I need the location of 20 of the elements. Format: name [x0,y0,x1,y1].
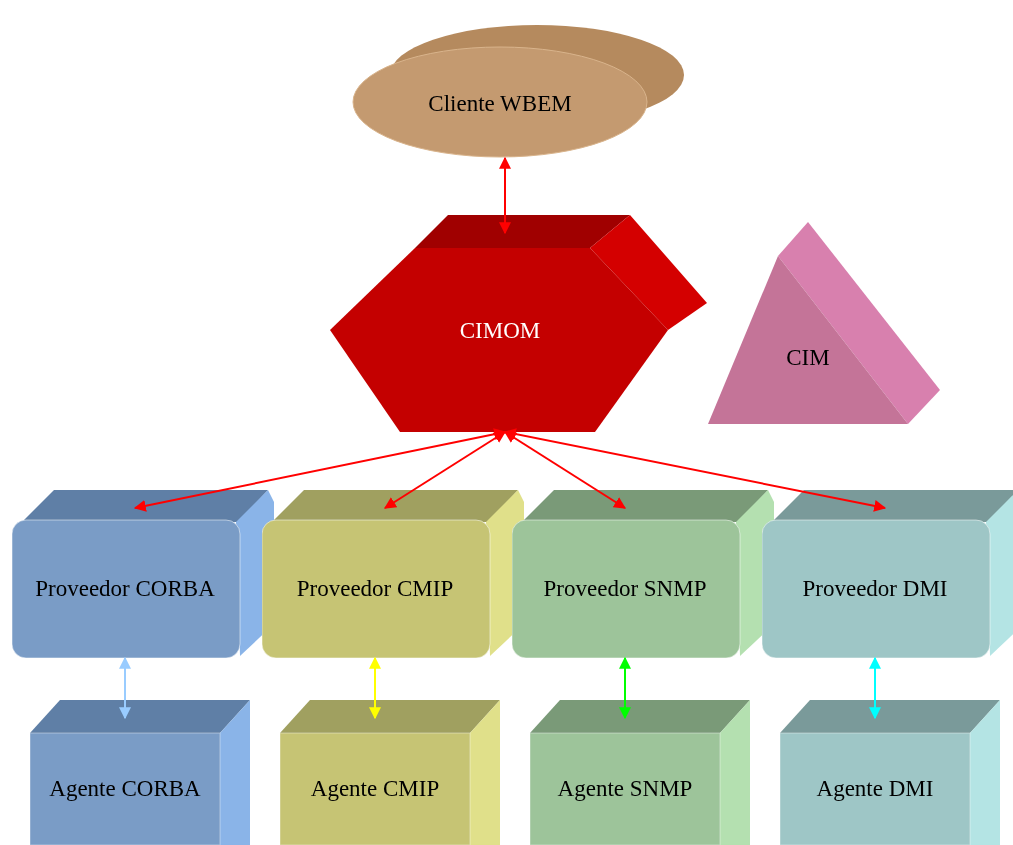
double-arrow [133,428,507,512]
double-arrow [499,156,511,235]
double-arrow [119,656,131,720]
node-label: Cliente WBEM [428,89,572,118]
double-arrow [369,656,381,720]
node-label: Agente CORBA [49,774,201,803]
double-arrow [503,428,887,512]
double-arrow [384,431,506,509]
node-label: Agente CMIP [310,774,440,803]
node-label: Agente DMI [816,774,934,803]
node-label: Proveedor SNMP [543,574,707,603]
double-arrow [869,656,881,720]
node-label: CIMOM [459,316,541,345]
node-label: CIM [786,343,830,372]
node-label: Proveedor DMI [802,574,948,603]
double-arrow [504,431,626,509]
node-label: Proveedor CORBA [35,574,215,603]
node-label: Agente SNMP [557,774,693,803]
double-arrow [619,656,631,720]
node-label: Proveedor CMIP [296,574,454,603]
